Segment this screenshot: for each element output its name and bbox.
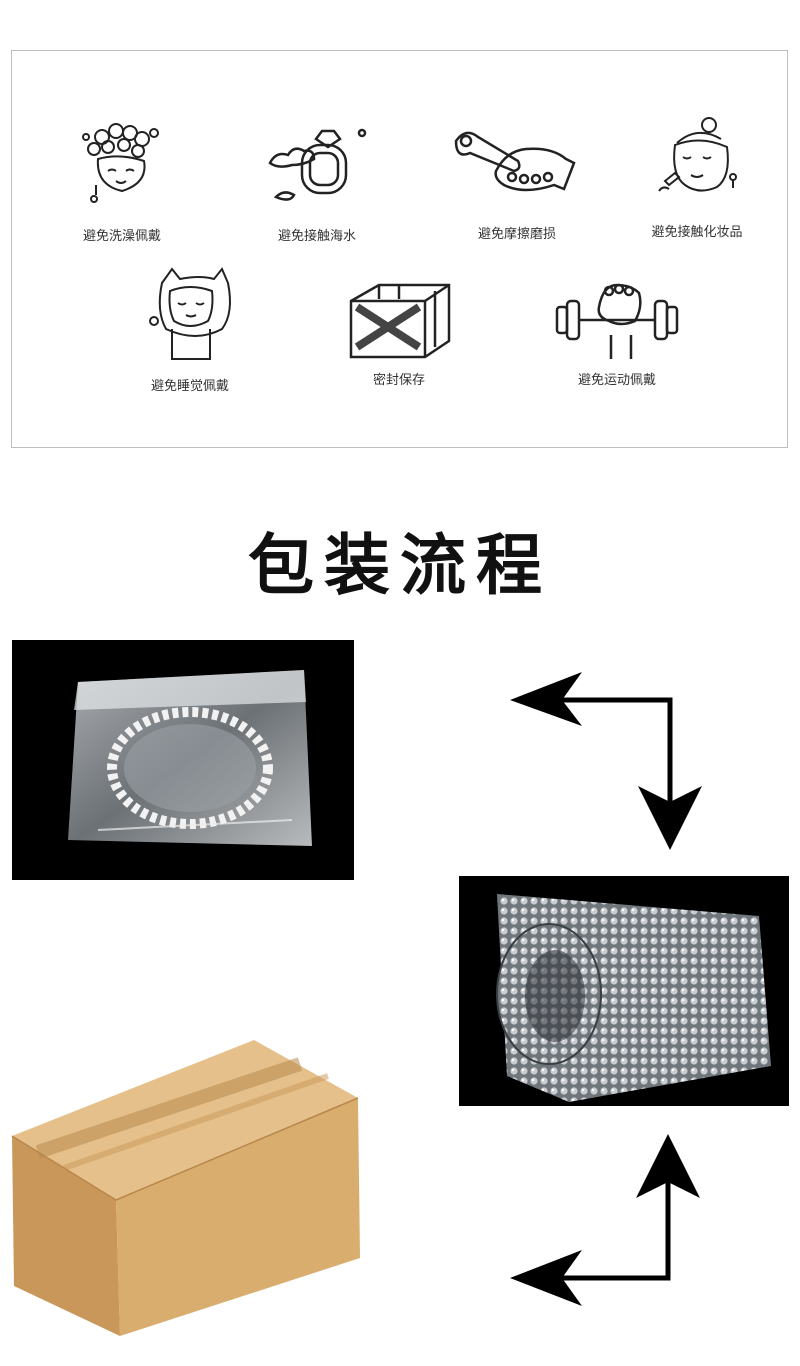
plastic-bag-bracelet-photo	[68, 670, 312, 846]
care-tip-label: 密封保存	[372, 373, 425, 388]
flow-arrow-left-down	[510, 672, 702, 850]
ring-water-icon	[268, 128, 367, 201]
care-tip-seawater: 避免接触海水	[247, 123, 387, 244]
care-tip-label: 避免摩擦磨损	[477, 227, 556, 242]
care-tip-label: 避免睡觉佩戴	[150, 379, 229, 394]
bubble-wrap-photo-frame	[459, 876, 789, 1106]
care-tip-label: 避免接触海水	[277, 229, 356, 244]
care-tip-friction: 避免摩擦磨损	[442, 121, 592, 242]
bubble-wrap-photo	[496, 894, 771, 1102]
sleeping-girl-icon	[149, 267, 231, 360]
care-tip-shower: 避免洗澡佩戴	[52, 119, 192, 244]
sealed-box-icon	[349, 283, 451, 359]
shower-bubbles-icon	[82, 123, 159, 203]
dumbbell-icon	[555, 283, 679, 359]
care-tip-label: 避免洗澡佩戴	[82, 229, 161, 244]
cardboard-box-photo	[11, 1040, 360, 1336]
care-tip-sleeping: 避免睡觉佩戴	[120, 265, 260, 394]
flow-arrow-up-left	[510, 1134, 700, 1306]
care-tip-sealed: 密封保存	[324, 277, 474, 388]
care-tips-panel: 避免洗澡佩戴 避免接触海水 避免摩擦磨损	[11, 50, 788, 448]
bag-photo	[12, 640, 354, 880]
care-tip-label: 避免运动佩戴	[577, 373, 656, 388]
care-tip-cosmetics: 避免接触化妆品	[627, 115, 767, 240]
care-tip-sports: 避免运动佩戴	[542, 277, 692, 388]
makeup-face-icon	[658, 117, 737, 192]
wrench-hand-icon	[454, 131, 576, 192]
packaging-title: 包装流程	[248, 527, 552, 604]
care-tip-label: 避免接触化妆品	[651, 225, 743, 240]
